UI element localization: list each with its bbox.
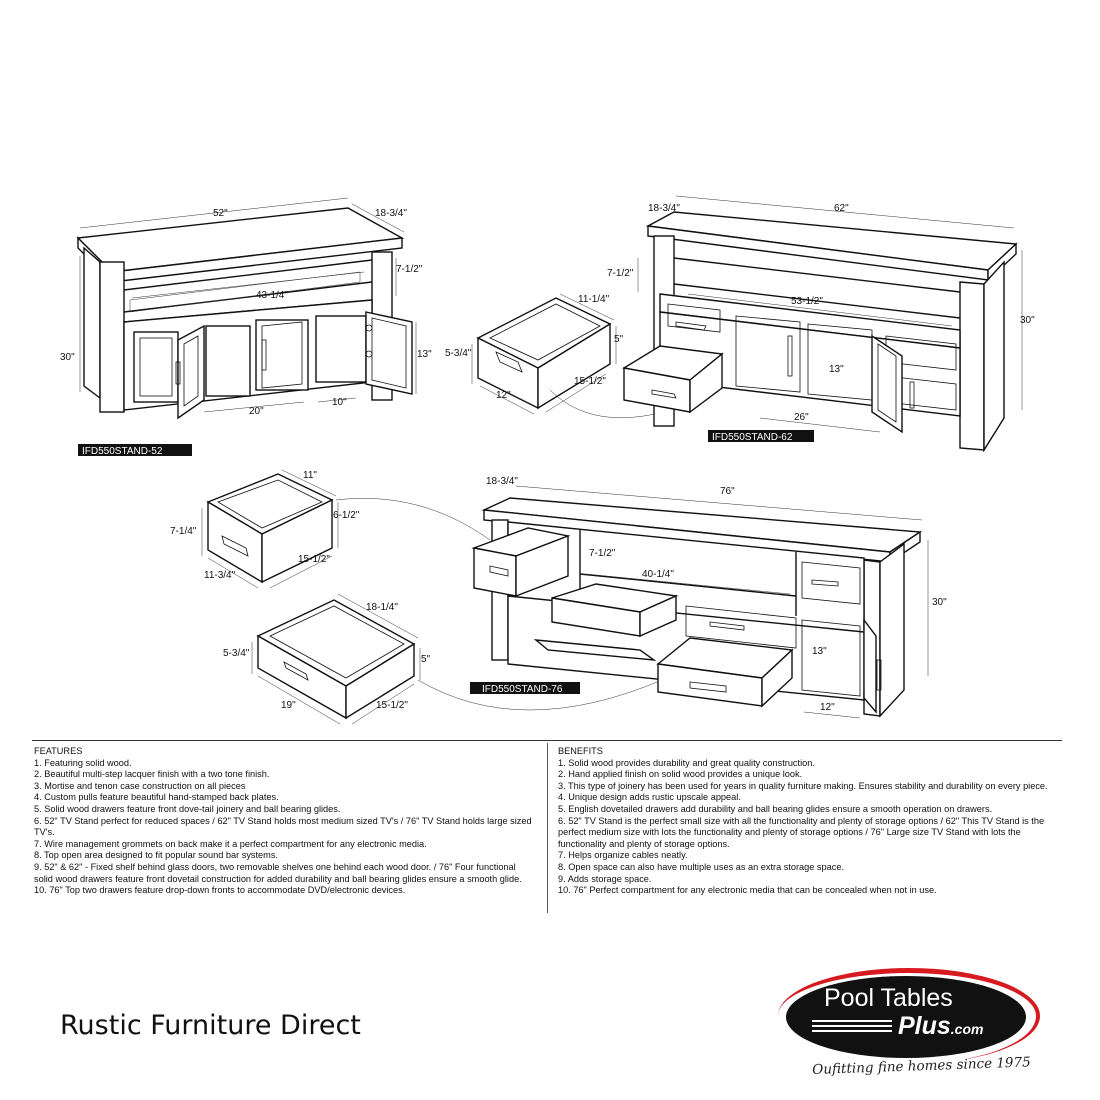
benefit-item: 4. Unique design adds rustic upscale app…	[558, 792, 741, 803]
dim-52-opening-width: 43-1/4"	[256, 290, 288, 301]
feature-item: 8. Top open area designed to fit popular…	[34, 850, 278, 861]
logo-plus: Plus	[898, 1012, 951, 1040]
dim-76-depth: 18-3/4"	[486, 476, 518, 487]
dim-62-depth: 18-3/4"	[648, 203, 680, 214]
stand-76-drawing: 18-3/4" 76" 30" 7-1/2" 40-1/4" 13" 12" I…	[470, 476, 947, 719]
features-heading: FEATURES	[34, 746, 83, 756]
benefit-item: 10. 76" Perfect compartment for any elec…	[558, 885, 937, 896]
brand-name: Rustic Furniture Direct	[60, 1010, 361, 1041]
benefit-item: 9. Adds storage space.	[558, 873, 652, 884]
benefits-heading: BENEFITS	[558, 746, 603, 756]
dim-52-opening-height: 7-1/2"	[396, 264, 423, 275]
dim-62-opening-width: 53-1/2"	[791, 296, 823, 307]
dim-76-bottom-drawer-height: 5"	[421, 654, 431, 665]
dim-52-width: 52"	[213, 208, 228, 219]
dim-52-height: 30"	[60, 352, 75, 363]
pool-tables-plus-logo: Pool Tables Plus.com Oufitting fine home…	[772, 962, 1072, 1082]
section-divider	[32, 740, 1062, 741]
drawer-76-bottom-drawing: 18-1/4" 5-3/4" 5" 15-1/2" 19"	[223, 593, 663, 725]
drawer-52-drawing: 11-1/4" 5-3/4" 5" 15-1/2" 12"	[445, 293, 701, 419]
tag-52: IFD550STAND-52	[82, 446, 163, 457]
feature-item: 9. 52" & 62" - Fixed shelf behind glass …	[34, 861, 522, 884]
dim-52-drawer-side-height: 5-3/4"	[445, 348, 472, 359]
feature-item: 5. Solid wood drawers feature front dove…	[34, 803, 341, 814]
dim-62-height: 30"	[1020, 315, 1035, 326]
dim-52-drawer-height: 5"	[614, 334, 624, 345]
dim-76-top-drawer-depth: 15-1/2"	[298, 554, 330, 565]
feature-item: 4. Custom pulls feature beautiful hand-s…	[34, 792, 279, 803]
dim-76-door-depth: 12"	[820, 702, 835, 713]
dim-52-drawer-top-width: 11-1/4"	[578, 294, 610, 305]
tag-62: IFD550STAND-62	[712, 432, 793, 443]
dim-76-opening-height: 7-1/2"	[589, 548, 616, 559]
column-divider	[547, 743, 548, 913]
logo-line1: Pool Tables	[824, 984, 953, 1012]
dim-52-drawer-depth: 15-1/2"	[574, 376, 606, 387]
feature-item: 2. Beautiful multi-step lacquer finish w…	[34, 769, 270, 780]
stand-52-drawing: 52" 18-3/4" 7-1/2" 43-1/4" 30" 13" 20" 1…	[60, 197, 432, 457]
dim-76-bottom-drawer-depth: 15-1/2"	[376, 700, 408, 711]
features-section: FEATURES 1. Featuring solid wood. 2. Bea…	[34, 746, 534, 897]
dim-52-door-height: 13"	[417, 349, 432, 360]
benefits-section: BENEFITS 1. Solid wood provides durabili…	[558, 746, 1058, 897]
dim-76-top-drawer-side-height: 7-1/4"	[170, 526, 197, 537]
dim-52-door-width: 20"	[249, 406, 264, 417]
dim-76-door-height: 13"	[812, 646, 827, 657]
dim-52-depth: 18-3/4"	[375, 208, 407, 219]
benefit-item: 8. Open space can also have multiple use…	[558, 861, 845, 872]
dim-62-opening-height: 7-1/2"	[607, 268, 634, 279]
dim-62-width: 62"	[834, 203, 849, 214]
dim-52-door-depth: 10"	[332, 397, 347, 408]
logo-stripes	[812, 1020, 892, 1040]
benefit-item: 6. 52" TV Stand is the perfect small siz…	[558, 815, 1045, 849]
benefit-item: 5. English dovetailed drawers add durabi…	[558, 803, 993, 814]
benefit-item: 3. This type of joinery has been used fo…	[558, 780, 1048, 791]
dim-76-top-drawer-height: 6-1/2"	[333, 510, 360, 521]
feature-item: 6. 52" TV Stand perfect for reduced spac…	[34, 815, 532, 838]
dim-76-width: 76"	[720, 486, 735, 497]
feature-item: 3. Mortise and tenon case construction o…	[34, 780, 246, 791]
benefit-item: 7. Helps organize cables neatly.	[558, 850, 688, 861]
feature-item: 1. Featuring solid wood.	[34, 757, 132, 768]
dim-76-top-drawer-top-width: 11"	[303, 470, 317, 481]
dim-76-opening-width: 40-1/4"	[642, 569, 674, 580]
dim-52-drawer-width: 12"	[496, 390, 511, 401]
tag-76: IFD550STAND-76	[482, 684, 563, 695]
drawer-76-top-drawing: 11" 7-1/4" 6-1/2" 15-1/2" 11-3/4"	[170, 469, 491, 589]
logo-line2: Plus.com	[898, 1012, 983, 1041]
dim-76-bottom-drawer-side-height: 5-3/4"	[223, 648, 250, 659]
feature-item: 10. 76" Top two drawers feature drop-dow…	[34, 885, 406, 896]
benefit-item: 1. Solid wood provides durability and gr…	[558, 757, 815, 768]
dim-76-bottom-drawer-top-width: 18-1/4"	[366, 602, 398, 613]
dim-62-door-width: 26"	[794, 412, 809, 423]
product-drawings: 52" 18-3/4" 7-1/2" 43-1/4" 30" 13" 20" 1…	[60, 195, 1035, 725]
dim-76-height: 30"	[932, 597, 947, 608]
dim-76-bottom-drawer-width: 19"	[281, 700, 296, 711]
logo-swoosh	[778, 968, 1040, 1064]
logo-oval	[786, 976, 1026, 1058]
stand-62-drawing: 62" 18-3/4" 30" 7-1/2" 53-1/2" 13" 26" I…	[607, 195, 1035, 453]
feature-item: 7. Wire management grommets on back make…	[34, 838, 427, 849]
logo-com: .com	[950, 1021, 984, 1037]
dim-76-top-drawer-width: 11-3/4"	[204, 570, 236, 581]
dim-62-door-height: 13"	[829, 364, 844, 375]
benefit-item: 2. Hand applied finish on solid wood pro…	[558, 769, 803, 780]
